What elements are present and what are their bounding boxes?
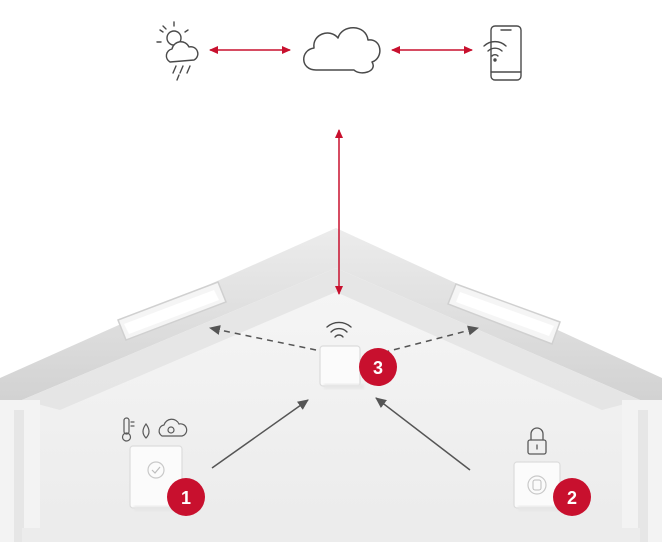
badge-1: 1 bbox=[167, 478, 205, 516]
smartphone-wifi-icon bbox=[484, 26, 521, 80]
badge-1-label: 1 bbox=[181, 488, 191, 508]
left-pillar-shade bbox=[14, 410, 24, 542]
cloud-icon bbox=[304, 28, 380, 73]
sun-cloud-rain-icon bbox=[157, 22, 198, 80]
right-pillar-shade bbox=[638, 410, 648, 542]
floor bbox=[22, 528, 640, 542]
badge-3-label: 3 bbox=[373, 358, 383, 378]
badge-2-label: 2 bbox=[567, 488, 577, 508]
badge-3: 3 bbox=[359, 348, 397, 386]
badge-2: 2 bbox=[553, 478, 591, 516]
